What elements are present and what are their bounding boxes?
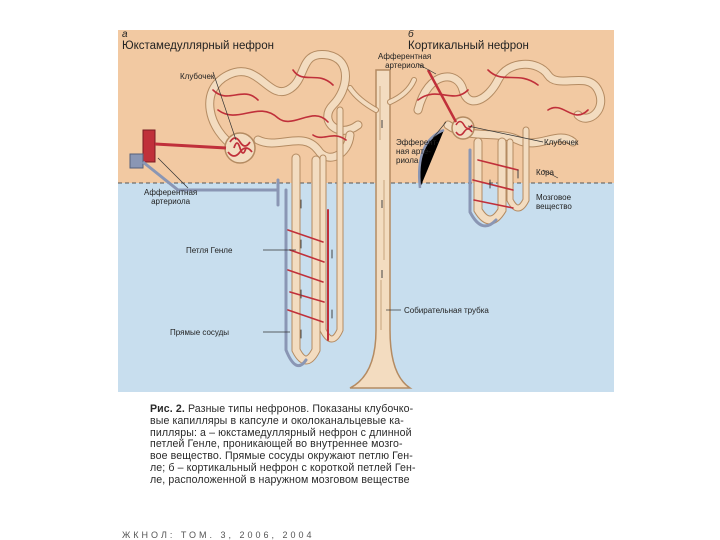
- caption-line-6: ле; б – кортикальный нефрон с короткой п…: [150, 463, 584, 475]
- caption-line-7: ле, расположенной в наружном мозговом ве…: [150, 475, 584, 487]
- figure-caption: Рис. 2. Разные типы нефронов. Показаны к…: [150, 404, 584, 487]
- nephron-figure: а Юкстамедуллярный нефрон б Кортикальный…: [118, 30, 614, 392]
- vasa-recta-label: Прямые сосуды: [170, 328, 229, 337]
- caption-line-2: вые капилляры в капсуле и околоканальцев…: [150, 416, 584, 428]
- glomerulus-a-label: Клубочек: [180, 72, 214, 81]
- efferent-arteriole-b-label: Эфферент- ная арте- риола: [396, 138, 439, 165]
- panel-a-letter: а: [122, 30, 128, 40]
- afferent-arteriole-a-label: Афферентная артериола: [144, 188, 197, 206]
- glomerulus-a: [225, 133, 255, 163]
- medulla-zone: [118, 183, 614, 392]
- medulla-label: Мозговое вещество: [536, 193, 572, 211]
- panel-b-letter: б: [408, 30, 414, 40]
- loop-henle-label: Петля Генле: [186, 246, 232, 255]
- panel-a-title: Юкстамедуллярный нефрон: [122, 40, 274, 52]
- afferent-arteriole-b-label: Афферентная артериола: [378, 52, 431, 70]
- panel-b-title: Кортикальный нефрон: [408, 40, 529, 52]
- nephron-illustration: [118, 30, 614, 392]
- cortex-label: Кора: [536, 168, 554, 177]
- glomerulus-b-label: Клубочек: [544, 138, 578, 147]
- caption-lead: Рис. 2.: [150, 403, 185, 415]
- collecting-duct-label: Собирательная трубка: [404, 306, 489, 315]
- page-footer: ЖКНОЛ: ТОМ. 3, 2006, 2004: [122, 530, 315, 540]
